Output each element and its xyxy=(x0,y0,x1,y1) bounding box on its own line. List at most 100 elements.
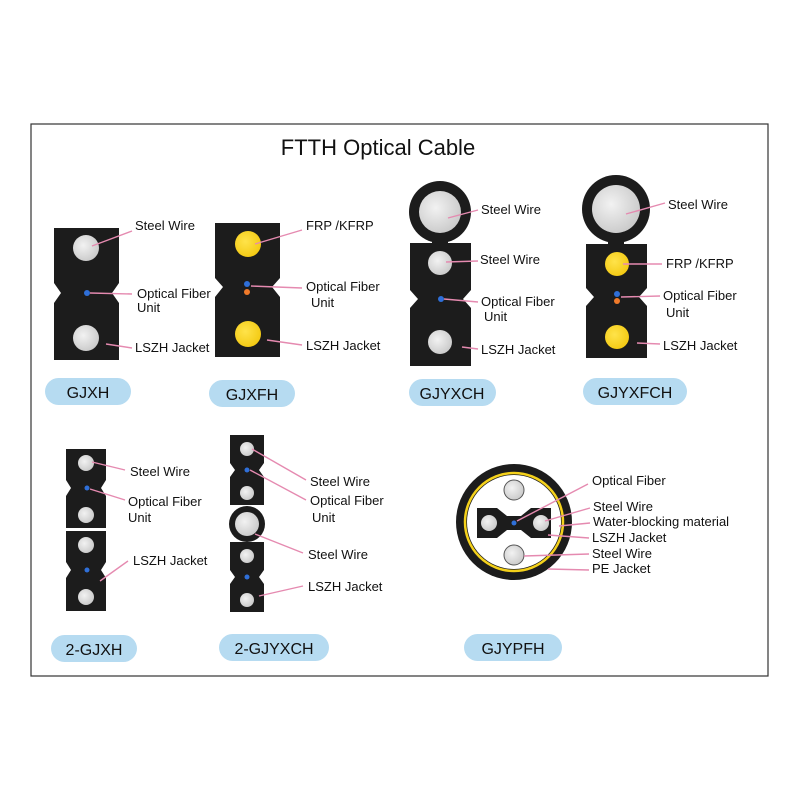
label-optical-fiber: Optical Fiber xyxy=(310,493,384,508)
label-unit: Unit xyxy=(484,309,508,324)
optical-fiber xyxy=(511,520,517,526)
steel-wire xyxy=(78,537,94,553)
cable-name-pill xyxy=(51,635,137,662)
leader-line xyxy=(91,461,126,471)
leader-line xyxy=(254,229,303,245)
label-optical-fiber: Optical Fiber xyxy=(306,279,380,294)
label-steel-wire: Steel Wire xyxy=(308,547,368,562)
leader-line xyxy=(443,298,479,303)
optical-fiber xyxy=(244,281,250,287)
leader-line xyxy=(461,346,479,350)
steel-wire xyxy=(503,544,525,566)
cable-gjxfh: FRP /KFRP Optical Fiber Unit LSZH Jacket… xyxy=(209,218,381,407)
leader-line xyxy=(251,448,307,481)
leader-line xyxy=(636,342,661,345)
label-lszh-jacket: LSZH Jacket xyxy=(135,340,210,355)
steel-wire xyxy=(78,589,94,605)
label-unit: Unit xyxy=(312,510,336,525)
leader-line xyxy=(547,534,590,539)
frp-rod xyxy=(605,325,629,349)
leader-line xyxy=(447,209,479,219)
label-steel-wire: Steel Wire xyxy=(480,252,540,267)
lszh-jacket xyxy=(410,243,471,366)
optical-fiber xyxy=(438,296,444,302)
label-steel-wire: Steel Wire xyxy=(310,474,370,489)
leader-line xyxy=(523,553,590,557)
steel-wire xyxy=(240,486,254,500)
frp-rod xyxy=(235,321,261,347)
leader-line xyxy=(99,560,129,582)
cable-name: GJYPFH xyxy=(481,641,544,658)
steel-wire xyxy=(73,235,99,261)
cable-name-pill xyxy=(409,379,496,406)
label-steel-wire: Steel Wire xyxy=(592,546,652,561)
cable-name-pill xyxy=(209,380,295,407)
label-optical-fiber: Optical Fiber xyxy=(481,294,555,309)
cable-name-pill xyxy=(219,634,329,661)
leader-line xyxy=(258,585,304,597)
optical-fiber xyxy=(244,289,250,295)
steel-wire-large xyxy=(592,185,640,233)
label-unit: Unit xyxy=(311,295,335,310)
cable-2-gjxh: Steel Wire Optical Fiber Unit LSZH Jacke… xyxy=(51,449,208,662)
label-lszh-jacket: LSZH Jacket xyxy=(308,579,383,594)
steel-wire xyxy=(240,593,254,607)
label-steel-wire: Steel Wire xyxy=(481,202,541,217)
steel-wire xyxy=(428,330,452,354)
leader-line xyxy=(91,230,133,247)
optical-fiber xyxy=(84,567,90,573)
leader-line xyxy=(89,292,133,295)
steel-wire xyxy=(240,549,254,563)
leader-line xyxy=(445,260,479,263)
cable-name: GJXH xyxy=(67,385,110,402)
optical-fiber xyxy=(84,485,90,491)
cable-name-pill xyxy=(583,378,687,405)
cable-2-gjyxch: Steel Wire Optical Fiber Unit Steel Wire… xyxy=(219,435,384,661)
cable-gjyxfch: Steel Wire FRP /KFRP Optical Fiber Unit … xyxy=(582,175,738,405)
label-optical-fiber: Optical Fiber xyxy=(663,288,737,303)
label-optical-fiber: Optical Fiber xyxy=(137,286,211,301)
cable-name-pill xyxy=(45,378,131,405)
steel-wire xyxy=(78,507,94,523)
steel-wire-large xyxy=(419,191,461,233)
pe-jacket-ring xyxy=(463,471,565,573)
optical-fiber xyxy=(84,290,90,296)
page-title: FTTH Optical Cable xyxy=(281,135,475,160)
label-frp: FRP /KFRP xyxy=(306,218,374,233)
label-unit: Unit xyxy=(137,300,161,315)
label-optical-fiber: Optical Fiber xyxy=(128,494,202,509)
cable-name: 2-GJYXCH xyxy=(234,641,313,658)
label-steel-wire: Steel Wire xyxy=(668,197,728,212)
cable-name: GJXFH xyxy=(226,387,278,404)
label-water-blocking: Water-blocking material xyxy=(593,514,729,529)
frp-rod xyxy=(605,252,629,276)
steel-wire xyxy=(481,515,497,531)
label-unit: Unit xyxy=(128,510,152,525)
leader-line xyxy=(254,533,304,554)
leader-line xyxy=(249,469,307,501)
label-lszh-jacket: LSZH Jacket xyxy=(133,553,208,568)
leader-line xyxy=(547,568,590,571)
label-frp: FRP /KFRP xyxy=(666,256,734,271)
optical-fiber xyxy=(614,298,620,304)
optical-fiber xyxy=(614,291,620,297)
jacket-neck xyxy=(608,238,624,248)
steel-wire xyxy=(78,455,94,471)
steel-wire xyxy=(240,442,254,456)
frp-rod xyxy=(235,231,261,257)
cable-name-pill xyxy=(464,634,562,661)
label-lszh-jacket: LSZH Jacket xyxy=(663,338,738,353)
leader-line xyxy=(266,339,303,346)
cable-name: 2-GJXH xyxy=(66,642,123,659)
leader-line xyxy=(516,483,589,522)
optical-fiber xyxy=(244,467,250,473)
leader-line xyxy=(250,285,303,289)
label-steel-wire: Steel Wire xyxy=(135,218,195,233)
leader-line xyxy=(620,295,661,298)
steel-wire xyxy=(73,325,99,351)
steel-wire-large xyxy=(235,512,259,536)
label-optical-fiber: Optical Fiber xyxy=(592,473,666,488)
optical-fiber xyxy=(244,574,250,580)
label-lszh-jacket: LSZH Jacket xyxy=(306,338,381,353)
label-steel-wire: Steel Wire xyxy=(593,499,653,514)
